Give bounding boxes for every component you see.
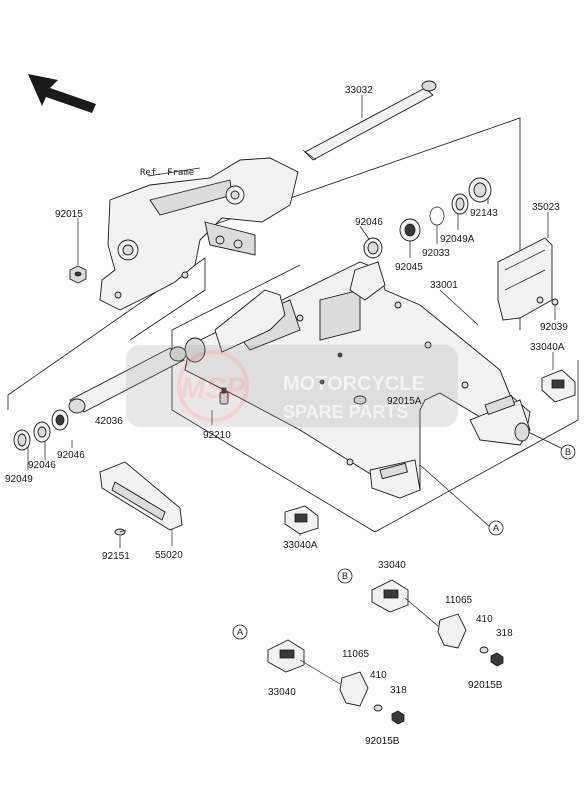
front-direction-arrow-icon: [28, 74, 96, 113]
pivot-shaft-33032: [302, 80, 437, 161]
seal-92049A: [451, 193, 469, 215]
label-35023: 35023: [532, 202, 560, 213]
label-92151: 92151: [102, 551, 130, 562]
label-92049: 92049: [5, 474, 33, 485]
label-33032: 33032: [345, 85, 373, 96]
adjuster-assembly-b: [371, 579, 504, 667]
guard-35023: [497, 237, 553, 321]
label-410-a: 410: [370, 670, 387, 681]
bearing-92045: [399, 218, 421, 242]
chain-guide-55020: [99, 461, 183, 531]
callout-a-main-text: A: [493, 523, 499, 533]
label-92015B-a: 92015B: [365, 736, 400, 747]
label-410-b: 410: [476, 614, 493, 625]
label-92049A: 92049A: [440, 234, 475, 245]
callout-b-detail-text: B: [342, 571, 348, 581]
label-318-a: 318: [390, 685, 407, 696]
watermark-line1: MOTORCYCLE: [283, 373, 425, 395]
adjuster-assembly-a: [267, 639, 405, 725]
label-92143: 92143: [470, 208, 498, 219]
screw-92039: [551, 298, 559, 306]
callout-b-main: B: [560, 444, 576, 460]
circlip-92033: [429, 206, 445, 226]
part-labels: 33032 92015 92046 92045 92033 92049A 921…: [5, 85, 568, 747]
label-11065-b: 11065: [445, 595, 473, 606]
bolt-92015A: [353, 395, 367, 405]
label-33040A-right: 33040A: [530, 342, 565, 353]
fitting-92210: [219, 387, 229, 405]
frame-lines: [7, 117, 579, 533]
label-92015: 92015: [55, 209, 83, 220]
label-92046-left1: 92046: [57, 450, 85, 461]
msp-watermark: MSP MOTORCYCLE SPARE PARTS: [126, 345, 458, 427]
chain-adjuster-33040A-right: [541, 369, 576, 403]
callout-b-main-text: B: [565, 447, 571, 457]
label-92039: 92039: [540, 322, 568, 333]
cap-92143: [468, 177, 492, 203]
callout-b-detail: B: [337, 568, 353, 584]
label-33001: 33001: [430, 280, 458, 291]
label-11065-a: 11065: [342, 649, 370, 660]
label-92015A: 92015A: [387, 396, 422, 407]
label-92033: 92033: [422, 248, 450, 259]
callout-a-main: A: [488, 520, 504, 536]
watermark-logo: MSP: [180, 372, 246, 405]
label-92045: 92045: [395, 262, 423, 273]
bearing-92046-left1: [51, 409, 69, 431]
seal-92049: [13, 429, 31, 451]
ref-frame-label: Ref. Frame: [140, 168, 194, 178]
label-92046-left2: 92046: [28, 460, 56, 471]
swingarm-33001: [184, 261, 531, 499]
bearing-92046-top: [363, 237, 383, 259]
screw-92151: [114, 528, 127, 536]
collar-42036: [68, 346, 187, 414]
callout-a-detail-text: A: [237, 627, 243, 637]
label-92210: 92210: [203, 430, 231, 441]
nut-92015: [69, 265, 87, 284]
label-42036: 42036: [95, 416, 123, 427]
label-92046-top: 92046: [355, 217, 383, 228]
callout-a-detail: A: [232, 624, 248, 640]
label-33040-b: 33040: [378, 560, 406, 571]
label-92015B-b: 92015B: [468, 680, 503, 691]
reference-frame: [99, 157, 299, 311]
label-33040-a: 33040: [268, 687, 296, 698]
label-55020: 55020: [155, 550, 183, 561]
label-318-b: 318: [496, 628, 513, 639]
label-33040A-bottom: 33040A: [283, 540, 318, 551]
chain-adjuster-33040A-bottom: [284, 505, 319, 535]
bearing-92046-left2: [33, 421, 51, 443]
watermark-line2: SPARE PARTS: [283, 402, 408, 422]
